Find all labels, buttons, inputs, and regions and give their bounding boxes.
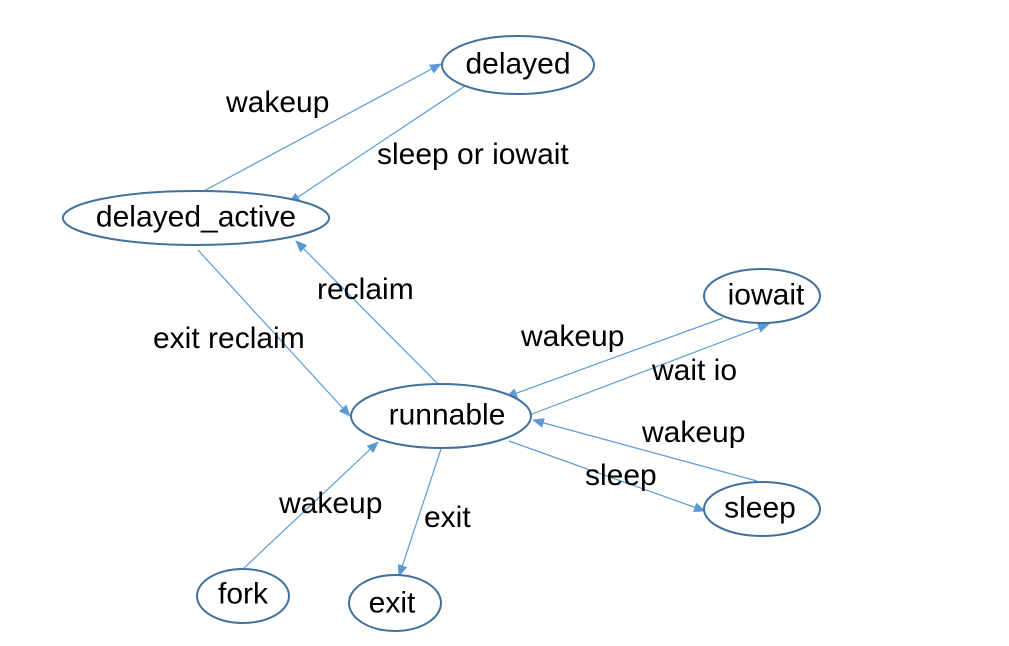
edge-iowait-to-runnable	[505, 317, 724, 398]
node-runnable-label: runnable	[389, 399, 506, 432]
node-sleep-ellipse	[703, 481, 821, 537]
edge-delayed-to-delayed-active	[288, 85, 466, 204]
edge-runnable-to-iowait	[531, 323, 770, 415]
edge-labels: wakeup sleep or iowait reclaim exit recl…	[153, 86, 745, 534]
node-iowait-ellipse	[703, 268, 821, 324]
edge-runnable-to-delayed-active	[295, 240, 439, 385]
edge-label-sleep: sleep	[585, 459, 657, 492]
node-iowait: iowait	[703, 268, 821, 324]
edge-label-wakeup-sleep: wakeup	[641, 416, 745, 449]
edge-label-sleep-or-iowait: sleep or iowait	[377, 138, 569, 171]
node-fork: fork	[196, 568, 290, 624]
node-delayed-label: delayed	[465, 48, 570, 81]
node-delayed-ellipse	[441, 35, 595, 95]
edge-sleep-to-runnable	[532, 418, 758, 482]
node-delayed-active: delayed_active	[62, 190, 330, 246]
node-delayed: delayed	[441, 35, 595, 95]
node-sleep: sleep	[703, 481, 821, 537]
edge-label-wait-io: wait io	[651, 354, 737, 387]
edge-runnable-to-sleep	[508, 440, 706, 513]
node-delayed-active-ellipse	[62, 190, 330, 246]
node-fork-label: fork	[218, 578, 269, 611]
edge-delayed-active-to-runnable	[197, 249, 351, 417]
edge-delayed-active-to-delayed	[199, 63, 442, 194]
node-sleep-label: sleep	[724, 492, 796, 525]
edge-label-wakeup-iowait: wakeup	[520, 320, 624, 353]
node-exit: exit	[348, 574, 442, 632]
node-fork-ellipse	[196, 568, 290, 624]
node-runnable: runnable	[350, 383, 532, 449]
edge-fork-to-runnable	[243, 441, 379, 569]
edge-label-reclaim: reclaim	[317, 273, 414, 306]
node-delayed-active-label: delayed_active	[96, 201, 296, 234]
node-iowait-label: iowait	[728, 279, 805, 312]
edge-label-exit-reclaim: exit reclaim	[153, 322, 305, 355]
node-runnable-ellipse	[350, 383, 532, 449]
node-exit-ellipse	[348, 574, 442, 632]
edge-label-exit: exit	[424, 501, 471, 534]
edge-label-wakeup-delayed: wakeup	[225, 86, 329, 119]
edges	[197, 63, 770, 577]
edge-label-wakeup-fork: wakeup	[278, 487, 382, 520]
node-exit-label: exit	[369, 587, 416, 620]
edge-runnable-to-exit	[397, 448, 442, 577]
